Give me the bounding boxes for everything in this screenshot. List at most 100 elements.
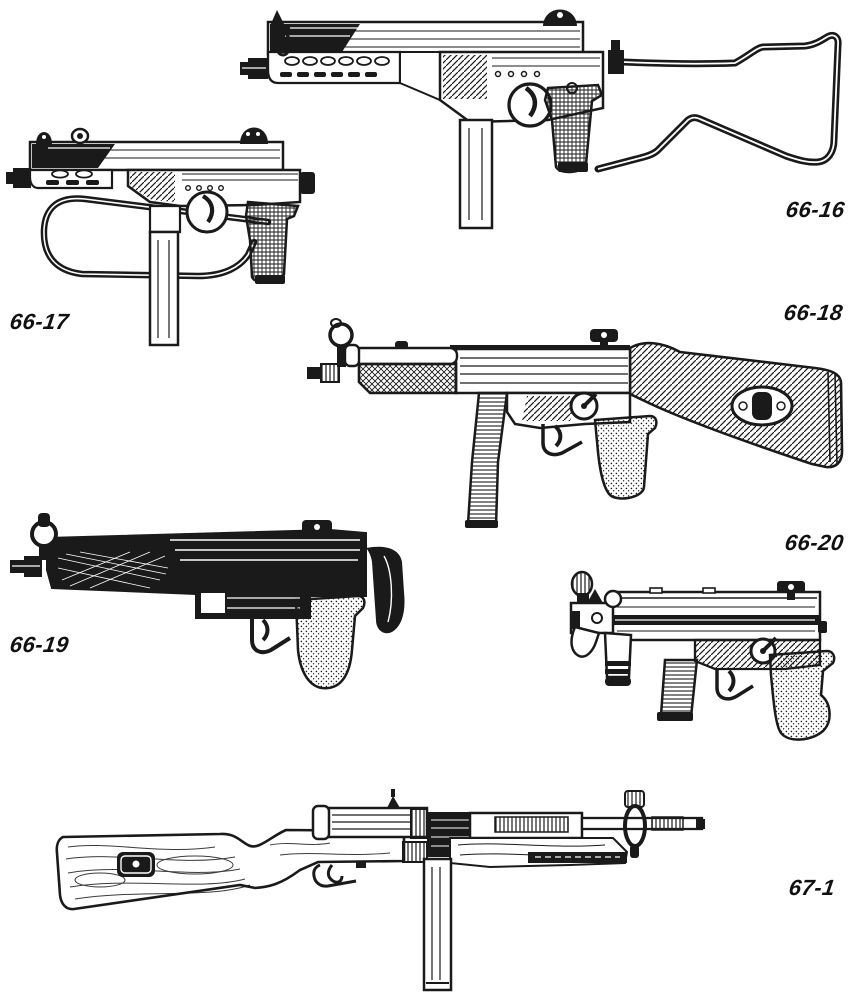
barrel [580, 816, 704, 831]
figure-label-66-16: 66-16 [784, 197, 847, 222]
housing-rivets [184, 184, 224, 191]
barrel-lugs [320, 363, 340, 383]
front-screw [591, 612, 603, 624]
rear-sight-dot-2 [256, 132, 260, 136]
grip-heel [558, 162, 588, 172]
magazine-ribs [157, 240, 170, 338]
cocking-tube [345, 346, 459, 366]
figure-66-18 [300, 312, 851, 532]
illustration-smg-66-19 [10, 513, 405, 690]
rear-sight-post [787, 593, 795, 600]
receiver-lines [460, 357, 628, 384]
figure-label-66-20: 66-20 [783, 530, 846, 555]
trigger [201, 194, 215, 224]
shroud-ribs [494, 816, 569, 833]
illustration-smg-66-17 [6, 127, 315, 347]
front-sight-dot [42, 135, 46, 139]
front-knob [38, 513, 50, 527]
cocking-knob [570, 570, 594, 598]
medallion-dot-left [738, 401, 748, 411]
barrel-jacket [28, 168, 114, 190]
pistol-grip [244, 200, 300, 284]
selector-pin [581, 403, 587, 409]
rear-sight-aperture [557, 12, 563, 18]
receiver-lines [275, 30, 580, 48]
stock-hinge-block [608, 50, 624, 74]
jacket-slots [284, 56, 390, 66]
magazine [466, 391, 509, 528]
wooden-stock [55, 828, 406, 911]
pistol-grip [768, 649, 836, 741]
tube-cap [343, 343, 361, 368]
front-sight [587, 589, 603, 603]
trigger-guard [250, 618, 292, 655]
jacket-vents [46, 180, 99, 185]
rear-sight-aperture [314, 524, 320, 530]
rear-pin [818, 621, 827, 633]
magazine-well [402, 841, 428, 863]
trigger-guard [715, 669, 754, 701]
rear-sight-post [600, 342, 608, 350]
receiver-lines [332, 814, 410, 830]
jacket-slots [51, 169, 93, 179]
muzzle [6, 172, 14, 184]
medallion-center [752, 392, 772, 420]
front-sight [387, 796, 400, 808]
foregrip-ring-2 [605, 669, 630, 674]
housing-lines [492, 57, 600, 67]
jacket-vents [280, 72, 377, 77]
sling-ring [274, 31, 292, 57]
butt-plate-lines [827, 371, 838, 465]
wood-grain [65, 835, 401, 900]
rail-notch-1 [649, 587, 663, 594]
housing-lines [182, 173, 298, 181]
receiver [454, 347, 632, 395]
trigger [524, 86, 538, 118]
wire-stock-highlight [597, 34, 840, 170]
trigger [261, 618, 270, 642]
illustration-smg-66-20 [569, 570, 836, 741]
magazine-well-empty [199, 591, 227, 615]
rear-cap-knob [300, 172, 315, 194]
magazine-well [148, 204, 182, 234]
receiver-step [399, 51, 441, 102]
receiver-glints [285, 27, 358, 37]
wire-stock [594, 31, 842, 173]
front-sight [270, 10, 285, 26]
selector-lever [761, 636, 778, 653]
front-sight-pin [391, 789, 395, 797]
trigger-tab [356, 861, 366, 868]
figure-67-1 [30, 775, 751, 999]
butt-glint [383, 555, 393, 623]
rail-notch-2 [702, 587, 716, 594]
magazine [148, 230, 180, 347]
top-knob-pin [77, 133, 83, 139]
bolt-housing-glints [431, 819, 486, 847]
rear-sight-dot-1 [246, 132, 250, 136]
muzzle-collar [13, 168, 31, 188]
housing-hatch [130, 172, 175, 202]
trigger [727, 669, 736, 693]
rear-sight-aperture [601, 332, 607, 338]
illustration-smg-67-1 [55, 789, 705, 992]
foregrip-base [605, 677, 631, 686]
trigger [326, 864, 344, 884]
receiver-glints [170, 539, 360, 561]
front-sight-post [39, 544, 49, 560]
housing-hatch [443, 55, 487, 99]
folded-stock-highlight [43, 197, 269, 277]
muzzle [307, 367, 321, 379]
selector-pin [760, 648, 766, 654]
pistol-grip [593, 414, 658, 500]
figure-66-16 [230, 0, 851, 232]
figure-label-66-19: 66-19 [8, 632, 71, 657]
foregrip-hook [570, 625, 601, 658]
stock-plate-bolt [132, 860, 140, 868]
housing-rivets [494, 70, 541, 78]
collapsed-butt-plate [366, 546, 405, 634]
rear-sight [240, 127, 268, 144]
trigger-guard [312, 863, 357, 888]
barrel-knurl [651, 816, 684, 831]
figure-66-17 [0, 110, 322, 352]
illustration-smg-66-16 [240, 9, 842, 230]
